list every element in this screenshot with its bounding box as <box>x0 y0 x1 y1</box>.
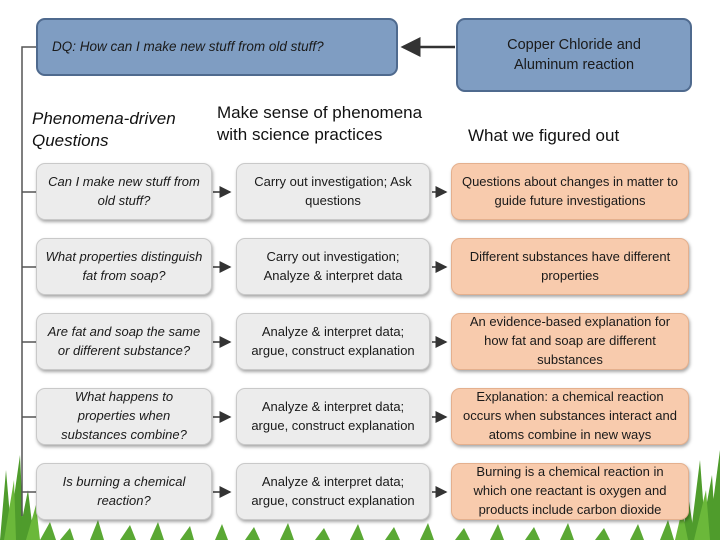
practice-text: Carry out investigation; Analyze & inter… <box>263 248 403 283</box>
figured-out-text: Questions about changes in matter to gui… <box>461 173 679 208</box>
practice-box: Analyze & interpret data; argue, constru… <box>236 313 430 370</box>
practice-box: Analyze & interpret data; argue, constru… <box>236 388 430 445</box>
practice-box: Analyze & interpret data; argue, constru… <box>236 463 430 520</box>
question-text: Are fat and soap the same or different s… <box>47 323 201 358</box>
figured-out-box: Burning is a chemical reaction in which … <box>451 463 689 520</box>
practice-text: Analyze & interpret data; argue, constru… <box>251 398 415 433</box>
practice-text: Analyze & interpret data; argue, constru… <box>251 323 415 358</box>
anchor-phenomenon-box: Copper Chloride and Aluminum reaction <box>456 18 692 92</box>
question-text: Can I make new stuff from old stuff? <box>48 173 200 208</box>
practice-text: Carry out investigation; Ask questions <box>254 173 412 208</box>
question-box: Are fat and soap the same or different s… <box>36 313 212 370</box>
column-header-figured: What we figured out <box>468 126 620 145</box>
practice-box: Carry out investigation; Analyze & inter… <box>236 238 430 295</box>
anchor-phenomenon-text: Copper Chloride and Aluminum reaction <box>507 36 641 73</box>
figured-out-box: Questions about changes in matter to gui… <box>451 163 689 220</box>
column-header-practices: Make sense of phenomena with science pra… <box>217 103 423 145</box>
driving-question-box: DQ: How can I make new stuff from old st… <box>36 18 398 76</box>
figured-out-text: Explanation: a chemical reaction occurs … <box>463 389 677 442</box>
question-box: What happens to properties when substanc… <box>36 388 212 445</box>
question-text: What happens to properties when substanc… <box>61 389 187 442</box>
figured-out-box: An evidence-based explanation for how fa… <box>451 313 689 370</box>
question-text: What properties distinguish fat from soa… <box>45 248 203 283</box>
figured-out-text: Burning is a chemical reaction in which … <box>473 464 667 517</box>
figured-out-box: Explanation: a chemical reaction occurs … <box>451 388 689 445</box>
question-box: What properties distinguish fat from soa… <box>36 238 212 295</box>
question-text: Is burning a chemical reaction? <box>62 473 186 508</box>
figured-out-box: Different substances have different prop… <box>451 238 689 295</box>
figured-out-text: An evidence-based explanation for how fa… <box>469 314 671 367</box>
figured-out-text: Different substances have different prop… <box>469 248 671 283</box>
question-box: Can I make new stuff from old stuff? <box>36 163 212 220</box>
practice-box: Carry out investigation; Ask questions <box>236 163 430 220</box>
practice-text: Analyze & interpret data; argue, constru… <box>251 473 415 508</box>
driving-question-text: DQ: How can I make new stuff from old st… <box>52 39 324 55</box>
column-header-questions: Phenomena-driven Questions <box>32 109 176 151</box>
question-box: Is burning a chemical reaction? <box>36 463 212 520</box>
